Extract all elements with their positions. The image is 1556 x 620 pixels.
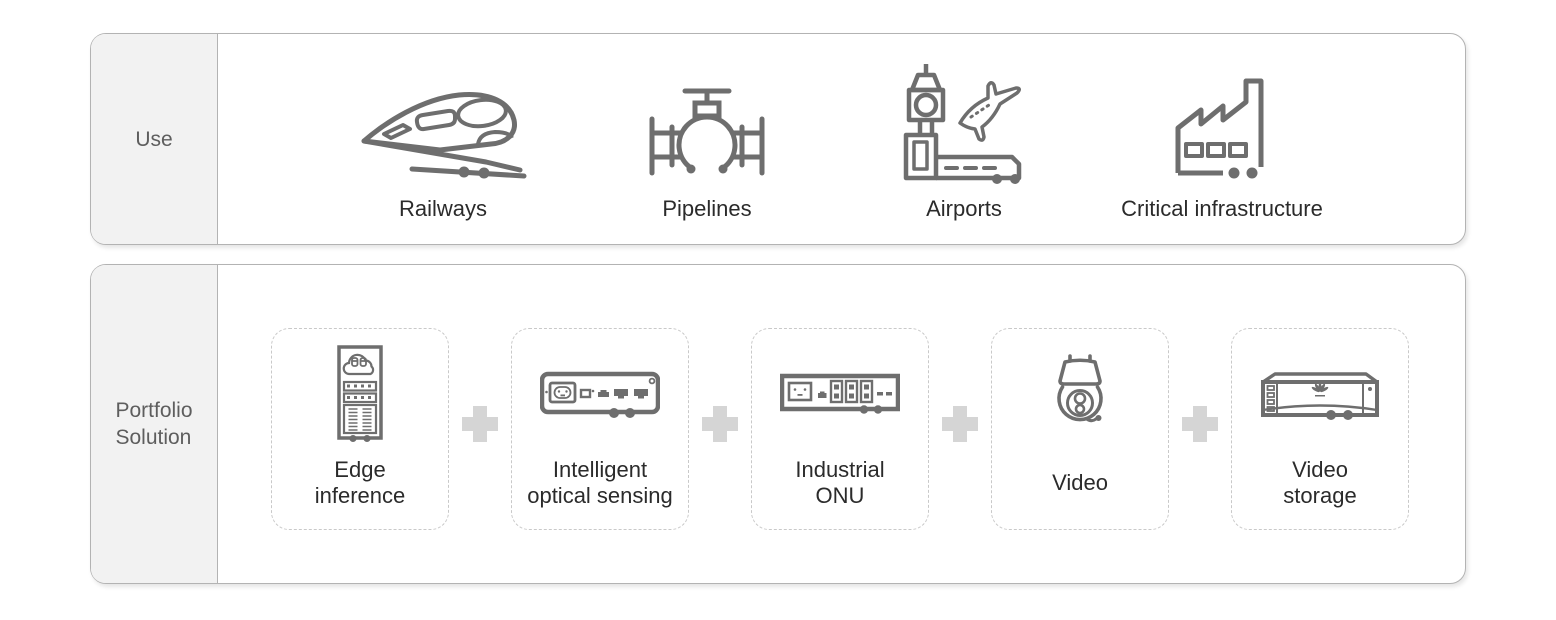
portfolio-row-label: Portfolio Solution: [115, 399, 193, 449]
use-item-label: Critical infrastructure: [1121, 196, 1323, 221]
portfolio-box-video: Video: [991, 328, 1169, 530]
portfolio-box-label: Industrial ONU: [795, 457, 885, 508]
airport-tower-plane-icon: [896, 56, 1032, 188]
portfolio-box-industrial-onu: Industrial ONU: [751, 328, 929, 530]
use-item-critical-infrastructure: Critical infrastructure: [1072, 56, 1372, 222]
use-item-railways: Railways: [293, 56, 593, 222]
pipeline-valve-icon: [644, 56, 770, 188]
video-storage-device-icon: [1232, 344, 1408, 444]
edge-inference-server-icon: [272, 344, 448, 444]
use-item-label: Pipelines: [662, 196, 752, 221]
portfolio-box-video-storage: Video storage: [1231, 328, 1409, 530]
plus-icon: [942, 406, 978, 442]
portfolio-solution-panel: Portfolio Solution: [90, 264, 1466, 584]
portfolio-box-intelligent-optical-sensing: Intelligent optical sensing: [511, 328, 689, 530]
use-row-label: Use: [135, 127, 173, 151]
ptz-camera-icon: [992, 344, 1168, 444]
portfolio-row-label-cell: Portfolio Solution: [91, 265, 218, 583]
use-item-airports: Airports: [814, 56, 1114, 222]
use-panel: Use: [90, 33, 1466, 245]
use-item-label: Airports: [926, 196, 1002, 221]
portfolio-box-label: Video: [1052, 470, 1108, 495]
plus-icon: [1182, 406, 1218, 442]
plus-icon: [702, 406, 738, 442]
use-item-pipelines: Pipelines: [557, 56, 857, 222]
plus-icon: [462, 406, 498, 442]
industrial-onu-device-icon: [752, 344, 928, 444]
portfolio-box-label: Intelligent optical sensing: [527, 457, 673, 508]
optical-sensing-device-icon: [512, 344, 688, 444]
portfolio-box-label: Edge inference: [314, 457, 406, 508]
use-item-label: Railways: [398, 196, 488, 221]
factory-icon: [1167, 56, 1277, 188]
use-row-label-cell: Use: [91, 34, 218, 244]
train-icon: [358, 56, 528, 188]
portfolio-box-label: Video storage: [1283, 457, 1357, 508]
portfolio-box-edge-inference: Edge inference: [271, 328, 449, 530]
